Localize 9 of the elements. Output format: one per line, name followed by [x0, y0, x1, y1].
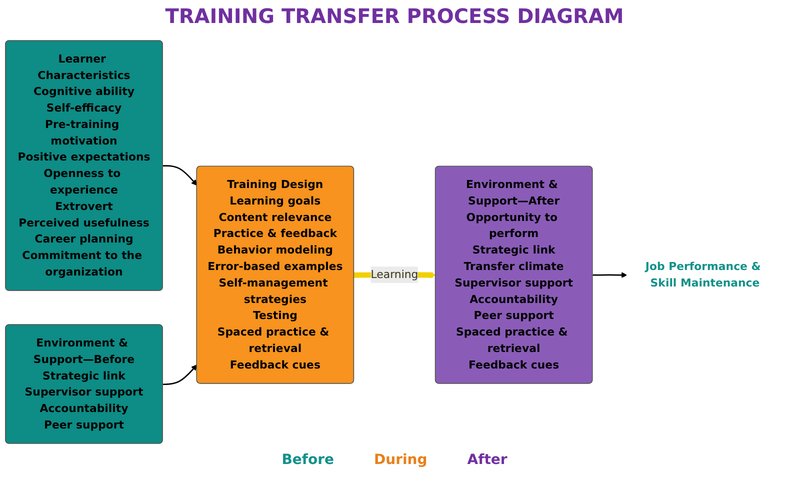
arrow — [592, 272, 628, 278]
node-text: Job Performance & Skill Maintenance — [645, 260, 761, 290]
stage-label: After — [467, 452, 508, 468]
edge-label: Learning — [370, 268, 418, 281]
title: TRAINING TRANSFER PROCESS DIAGRAM — [164, 4, 625, 28]
arrow — [162, 165, 198, 186]
stage-label: Before — [282, 452, 334, 468]
stage-label: During — [374, 452, 428, 468]
arrow — [162, 364, 198, 386]
